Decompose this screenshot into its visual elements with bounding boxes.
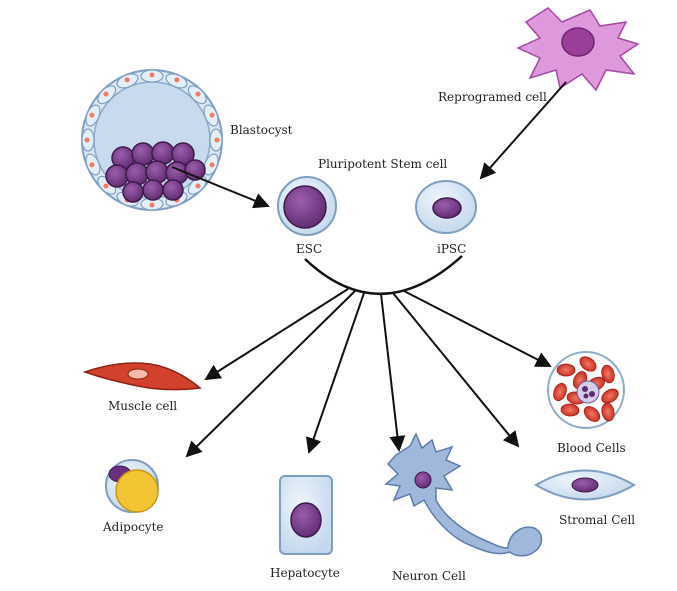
trophoblast-nucleus bbox=[103, 183, 109, 189]
adipocyte-illustration bbox=[105, 459, 159, 513]
blood-cells-label: Blood Cells bbox=[557, 441, 626, 455]
trophoblast-nucleus bbox=[214, 137, 220, 143]
trophoblast-nucleus bbox=[195, 91, 201, 97]
arrow-to-neuron bbox=[380, 293, 406, 452]
esc-cell-illustration bbox=[277, 176, 337, 236]
trophoblast-nucleus bbox=[195, 183, 201, 189]
convergence-arc bbox=[304, 255, 463, 295]
red-blood-cell bbox=[553, 382, 567, 402]
blood-cells-illustration bbox=[547, 351, 625, 429]
stromal-cell-illustration bbox=[534, 469, 636, 501]
arrow-to-blood bbox=[403, 290, 552, 367]
neuron-cell-label: Neuron Cell bbox=[392, 569, 466, 583]
arrow-reprogrammed-to-ipsc bbox=[479, 81, 567, 180]
hepatocyte-label: Hepatocyte bbox=[270, 566, 340, 580]
muscle-cell-illustration bbox=[82, 362, 202, 391]
trophoblast-nucleus bbox=[124, 77, 130, 83]
arrow-to-stromal bbox=[392, 292, 520, 448]
red-blood-cell bbox=[601, 364, 615, 384]
esc-label: ESC bbox=[296, 242, 322, 256]
blastocyst-label: Blastocyst bbox=[230, 123, 293, 137]
arrow-to-muscle bbox=[204, 288, 349, 381]
red-blood-cell bbox=[601, 402, 615, 422]
blastocyst-illustration bbox=[81, 69, 223, 211]
trophoblast-nucleus bbox=[209, 162, 215, 168]
pluripotent-stem-cell-label: Pluripotent Stem cell bbox=[318, 157, 447, 171]
neuron-cell-illustration bbox=[384, 432, 543, 557]
trophoblast-nucleus bbox=[149, 202, 155, 208]
muscle-cell-label: Muscle cell bbox=[108, 399, 177, 413]
adipocyte-label: Adipocyte bbox=[102, 520, 164, 534]
reprogrammed-cell-label: Reprogramed cell bbox=[438, 90, 547, 104]
stromal-cell-label: Stromal Cell bbox=[559, 513, 635, 527]
trophoblast-nucleus bbox=[103, 91, 109, 97]
trophoblast-nucleus bbox=[84, 137, 90, 143]
arrow-blastocyst-to-esc bbox=[171, 166, 270, 209]
red-blood-cell bbox=[556, 363, 576, 377]
red-blood-cell bbox=[583, 406, 601, 422]
trophoblast-nucleus bbox=[149, 72, 155, 78]
arrow-to-hepatocyte bbox=[306, 292, 365, 454]
trophoblast-nucleus bbox=[209, 112, 215, 118]
red-blood-cell bbox=[560, 403, 580, 417]
trophoblast-nucleus bbox=[89, 112, 95, 118]
arrow-to-adipocyte bbox=[185, 290, 356, 458]
trophoblast-nucleus bbox=[89, 162, 95, 168]
ipsc-cell-illustration bbox=[415, 180, 477, 234]
trophoblast-nucleus bbox=[174, 77, 180, 83]
hepatocyte-illustration bbox=[279, 475, 333, 555]
red-blood-cell bbox=[601, 388, 619, 404]
red-blood-cell bbox=[579, 356, 597, 372]
ipsc-label: iPSC bbox=[437, 242, 466, 256]
reprogrammed-cell-illustration bbox=[516, 7, 640, 92]
